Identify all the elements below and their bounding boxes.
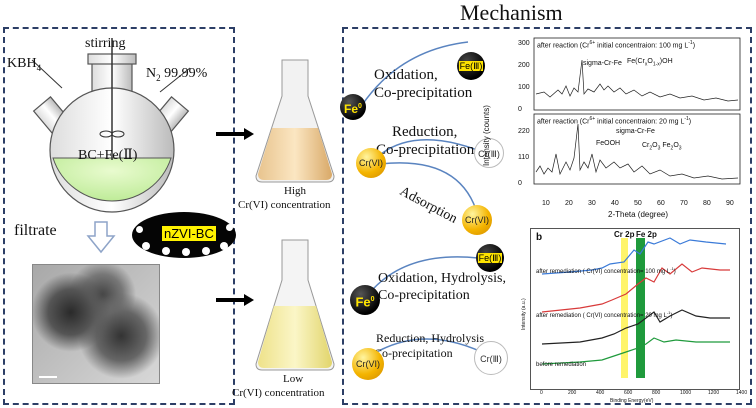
cr3-ball-top: Cr(Ⅲ): [474, 138, 504, 168]
xrd-xtick: 70: [680, 200, 688, 207]
xps-xlabel: Binding Energy(eV): [610, 398, 654, 404]
xps-xtick: 1400: [736, 390, 748, 396]
xps-ylabel: Intensity (a.u.): [521, 298, 527, 330]
xps-fe2p-label: Fe 2p: [636, 230, 657, 239]
xrd-bottom-ytick: 0: [518, 180, 522, 187]
xrd-top-ytick: 300: [518, 40, 530, 47]
xps-label-1: after remediation ( Cr(VI) concentration…: [536, 266, 676, 275]
xrd-chart: [533, 37, 741, 185]
xps-tag: b: [536, 232, 543, 243]
xps-label-3: before remediation: [536, 362, 587, 368]
mech-redhy-label: Reduction, Hydrolysis: [376, 331, 484, 345]
xrd-xtick: 10: [542, 200, 550, 207]
xrd-xtick: 60: [657, 200, 665, 207]
filtrate-label: filtrate: [14, 222, 57, 239]
stirring-label: stirring: [85, 36, 126, 51]
n2-label: N2 99.99%: [146, 66, 208, 83]
xps-xtick: 600: [624, 390, 633, 396]
fe3-ball-top: Fe(Ⅲ): [457, 52, 485, 80]
page-title: Mechanism: [460, 0, 563, 25]
high-label-1: High: [284, 185, 306, 197]
xrd-bottom-ytick: 110: [518, 154, 530, 161]
xrd-xtick: 50: [634, 200, 642, 207]
mech-coprecip2-label: Co-precipitation: [376, 142, 475, 158]
xrd-top-ytick: 0: [518, 106, 522, 113]
high-concentration-beaker: [255, 59, 335, 183]
fe0-ball-top: Fe0: [340, 94, 366, 120]
xrd-top-fe: Fe(CrxO1-x)OH: [627, 58, 673, 68]
fe0-ball-bottom: Fe0: [350, 285, 380, 315]
xrd-xtick: 90: [726, 200, 734, 207]
xrd-bottom-oxides: Cr2O3 Fe2O3: [642, 142, 682, 152]
xrd-xtick: 40: [611, 200, 619, 207]
xrd-xlabel: 2-Theta (degree): [608, 210, 669, 219]
xps-xtick: 800: [652, 390, 661, 396]
xps-xtick: 200: [568, 390, 577, 396]
xrd-top-trace: [535, 59, 739, 102]
tem-micrograph: [32, 264, 160, 384]
synthesis-panel: [3, 27, 235, 405]
arrow-to-low: [216, 294, 254, 306]
xrd-bottom-sigma: sigma-Cr-Fe: [616, 128, 655, 135]
xrd-xtick: 80: [703, 200, 711, 207]
low-concentration-beaker: [255, 239, 335, 371]
xrd-top-sigma: sigma-Cr-Fe: [583, 60, 622, 67]
cr6-ball-adsorbed: Cr(VI): [462, 205, 492, 235]
xrd-bottom-ytick: 220: [518, 128, 530, 135]
cr6-ball-bottom: Cr(VI): [352, 348, 384, 380]
nzvi-bc-badge: nZVI-BC: [132, 212, 236, 258]
xrd-bottom-label: after reaction (Cr6+ initial concentraio…: [537, 116, 692, 126]
xps-traces: [541, 237, 730, 378]
xps-xtick: 400: [596, 390, 605, 396]
mech-oxhy-label: Oxidation, Hydrolysis,: [378, 271, 506, 286]
xrd-top-ytick: 100: [518, 84, 530, 91]
fe3-ball-bottom: Fe(Ⅲ): [476, 244, 504, 272]
xrd-xtick: 30: [588, 200, 596, 207]
mech-coprecip-label: Co-precipitation: [374, 85, 473, 101]
xrd-bottom-feooh: FeOOH: [596, 140, 621, 147]
low-label-2: Cr(VI) concentration: [232, 387, 325, 399]
xrd-top-ytick: 200: [518, 62, 530, 69]
cr3-ball-bottom: Cr(Ⅲ): [474, 341, 508, 375]
down-hollow-arrow-icon: [86, 221, 116, 254]
xps-cr2p-label: Cr 2p: [614, 230, 635, 239]
xrd-top-label: after reaction (Cr6+ initial concentraio…: [537, 40, 696, 50]
xrd-bottom-trace: [535, 123, 739, 180]
xrd-xtick: 20: [565, 200, 573, 207]
cr6-ball-top: Cr(VI): [356, 148, 386, 178]
mech-reduction-label: Reduction,: [392, 124, 458, 140]
arrow-to-high: [216, 128, 254, 140]
xrd-ylabel: Intensity (counts): [482, 105, 491, 166]
mech-coprecip4-label: Co-precipitation: [374, 346, 453, 360]
xps-xtick: 1000: [680, 390, 692, 396]
mechanism-panel: [342, 27, 752, 405]
high-label-2: Cr(VI) concentration: [238, 199, 331, 211]
kbh4-label: KBH4: [7, 56, 42, 73]
xps-xtick: 0: [540, 390, 543, 396]
low-label-1: Low: [283, 373, 304, 385]
xps-label-2: after remediation ( Cr(VI) concentration…: [536, 310, 673, 319]
flask-content-label: BC+Fe(Ⅱ): [78, 148, 138, 163]
mech-oxidation-label: Oxidation,: [374, 67, 438, 83]
three-neck-flask-diagram: [31, 38, 191, 213]
xps-xtick: 1200: [708, 390, 720, 396]
mech-coprecip3-label: Co-precipitation: [378, 288, 470, 303]
